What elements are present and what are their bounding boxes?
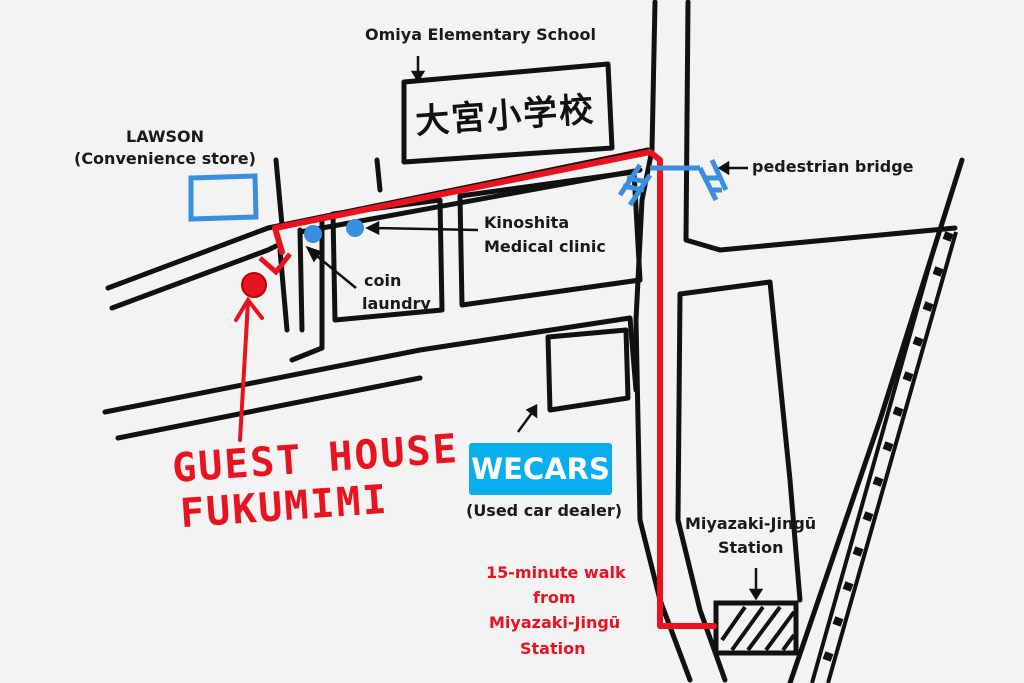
arrows bbox=[305, 56, 764, 601]
label-wecars-sub: (Used car dealer) bbox=[466, 501, 623, 520]
road-vertical-east-north bbox=[683, 0, 958, 253]
label-walk-3: Miyazaki-Jingū bbox=[489, 613, 621, 632]
road-west-south-edge bbox=[109, 243, 279, 311]
label-bridge: pedestrian bridge bbox=[752, 157, 914, 176]
wecars-sign: WECARS bbox=[469, 443, 612, 495]
coin-laundry-marker bbox=[304, 225, 322, 243]
guesthouse-marker bbox=[234, 252, 292, 442]
label-walk-2: from bbox=[533, 588, 576, 607]
label-laundry-2: laundry bbox=[362, 294, 431, 313]
label-walk-1: 15-minute walk bbox=[486, 563, 626, 582]
label-laundry-1: coin bbox=[364, 271, 402, 290]
road-south-north-edge bbox=[102, 315, 639, 415]
road-east-block bbox=[677, 279, 803, 603]
label-clinic-2: Medical clinic bbox=[484, 237, 606, 256]
walking-route bbox=[272, 149, 717, 629]
clinic-marker bbox=[346, 219, 364, 237]
label-lawson-sub: (Convenience store) bbox=[74, 149, 256, 168]
block-wecars bbox=[545, 327, 631, 413]
station-building bbox=[713, 600, 799, 656]
railway bbox=[810, 227, 958, 683]
block-laundry-edge bbox=[289, 219, 325, 363]
school-outline bbox=[401, 61, 615, 165]
label-lawson: LAWSON bbox=[126, 127, 205, 146]
bridge-stairs-east bbox=[650, 158, 729, 202]
label-station-1: Miyazaki-Jingū bbox=[685, 514, 817, 533]
label-school-en: Omiya Elementary School bbox=[365, 25, 596, 44]
label-clinic-1: Kinoshita bbox=[484, 213, 570, 232]
label-station-2: Station bbox=[718, 538, 784, 557]
bridge-stairs-west bbox=[617, 163, 653, 207]
label-walk-4: Station bbox=[520, 639, 586, 658]
landmarks-blue bbox=[188, 158, 729, 222]
lawson-store bbox=[188, 173, 259, 222]
side-street-west-2 bbox=[297, 227, 305, 333]
